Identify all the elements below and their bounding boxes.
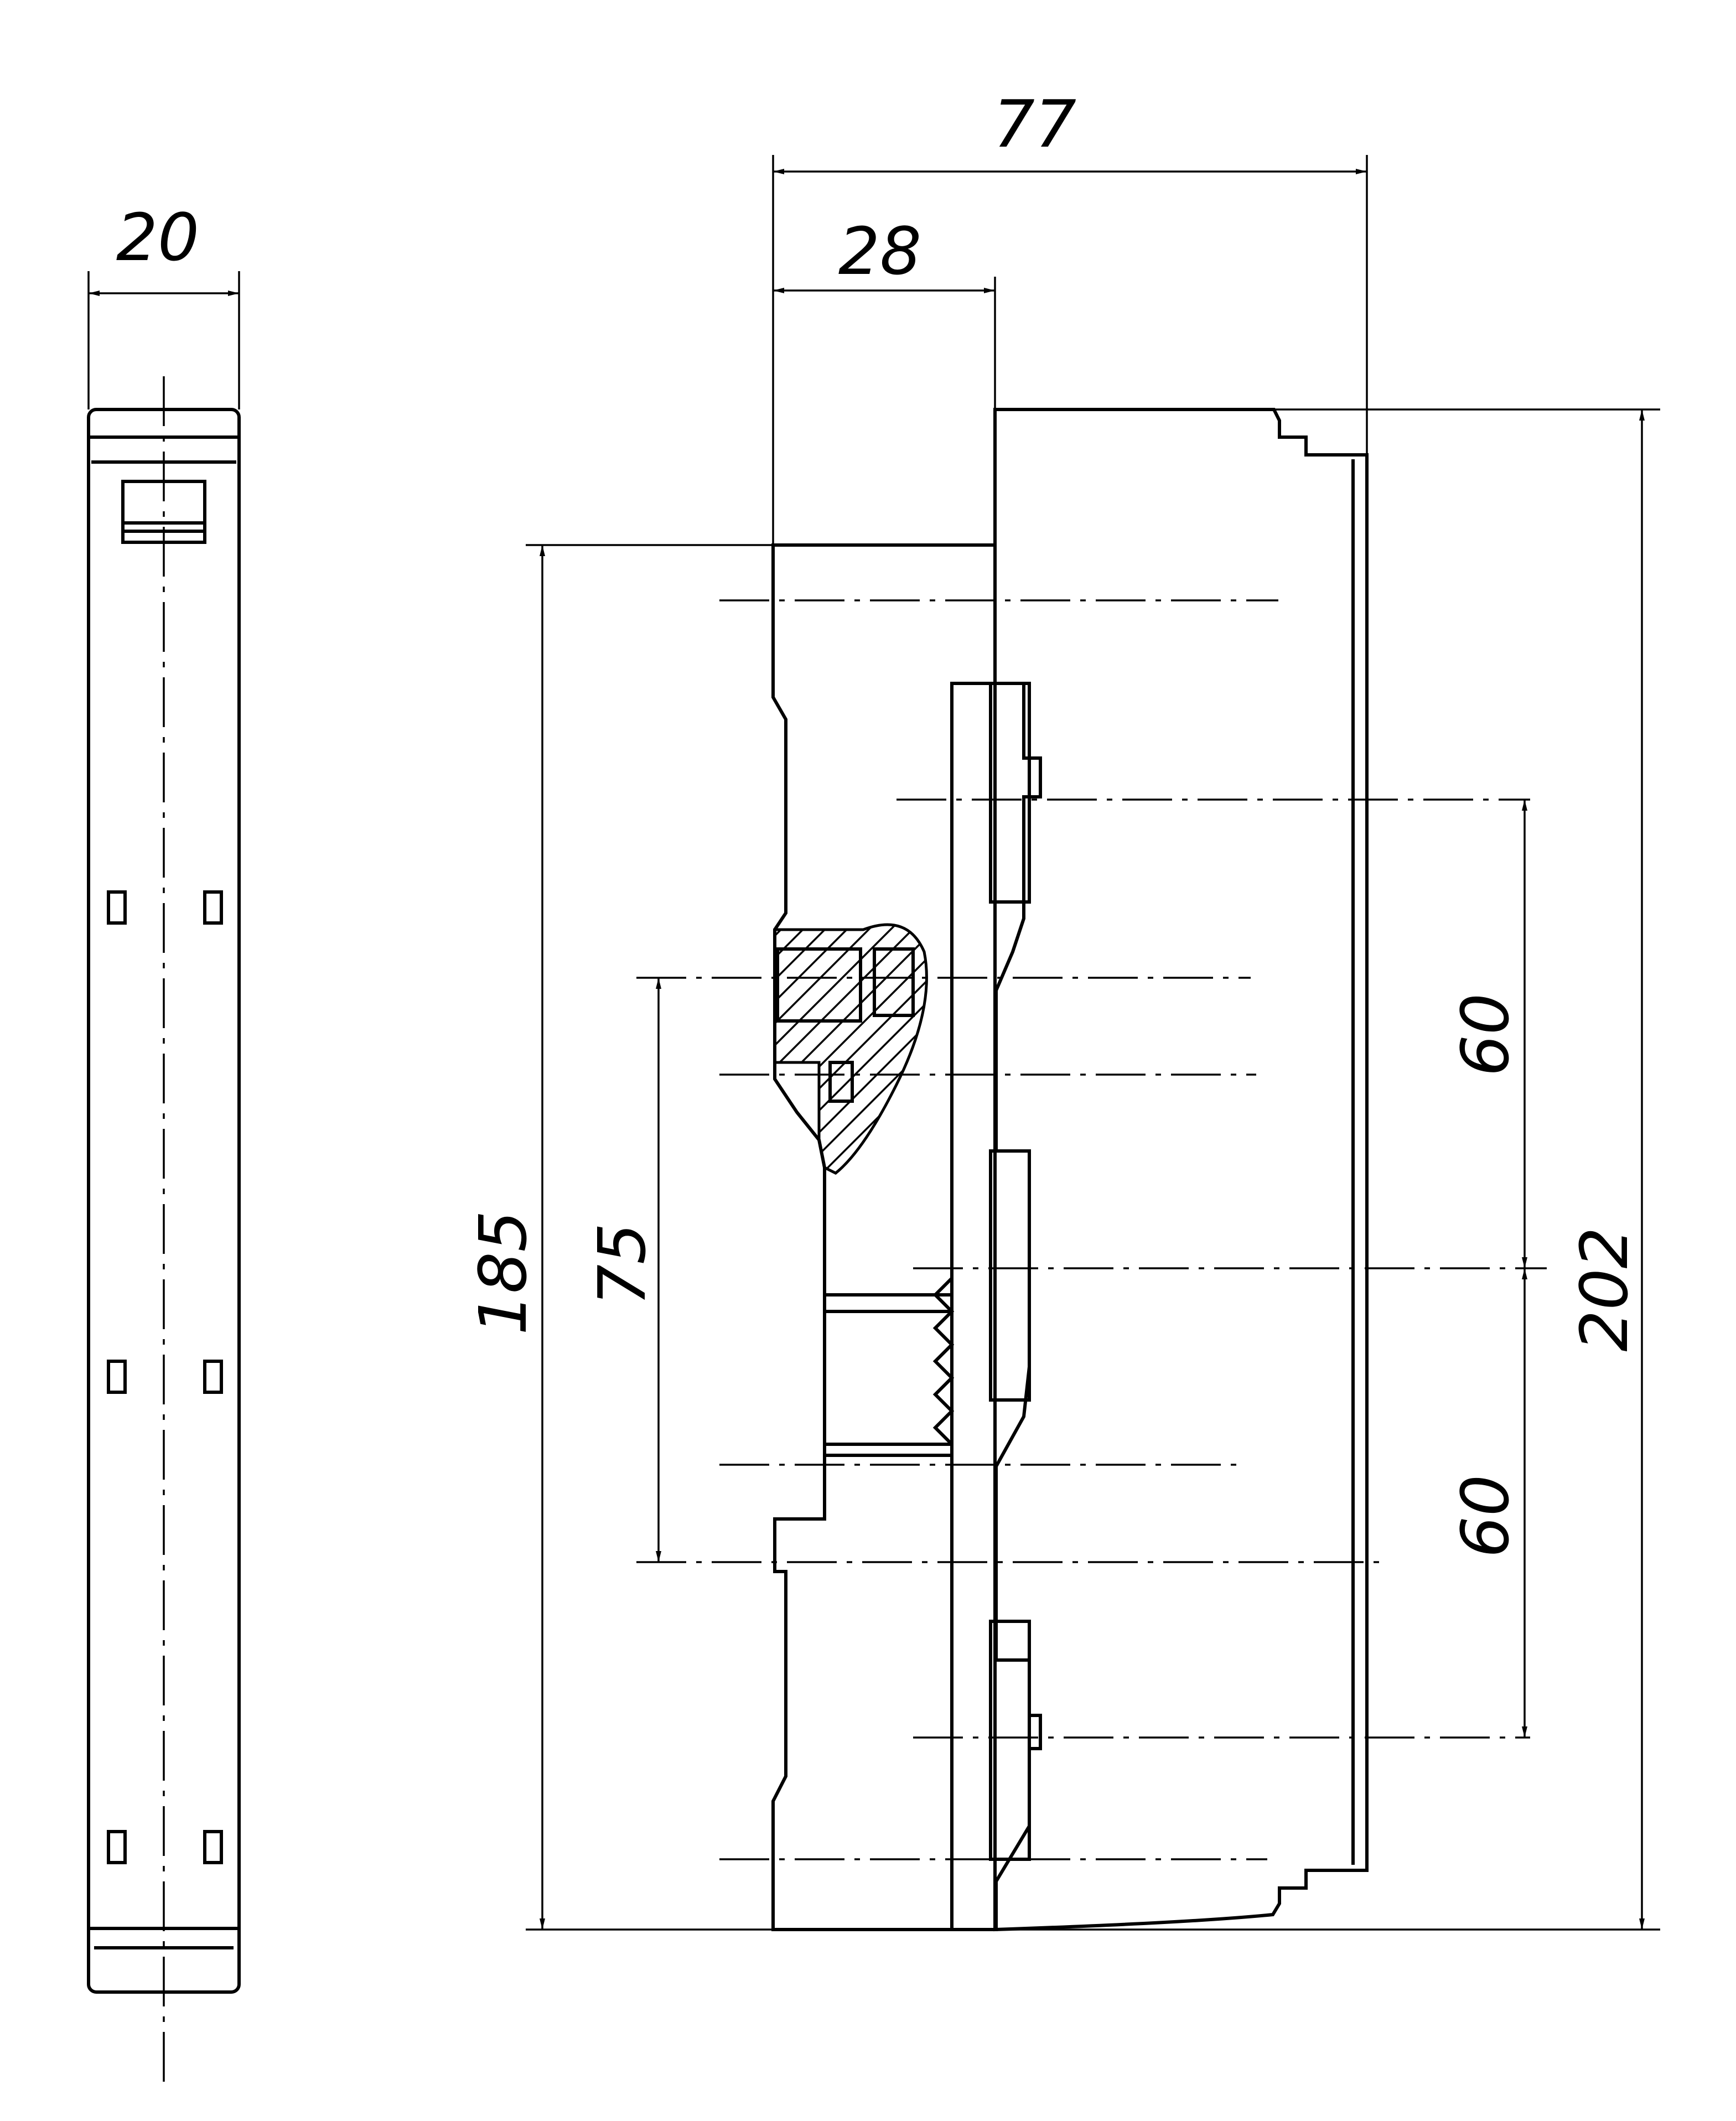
slot [107,1360,127,1394]
slot [203,890,223,925]
dim-overall-height: 202 [526,408,1660,1931]
dim-pitch-upper: 60 [1447,800,1527,1268]
housing-rear [993,408,1369,1932]
center-lines [636,599,1547,1860]
clamp-middle [989,1149,1031,1402]
dim-label-202: 202 [1566,1227,1642,1351]
dim-label-60-lower: 60 [1447,1475,1523,1558]
dim-hole-spacing: 75 [584,978,661,1562]
slot [107,890,127,925]
dim-label-185: 185 [465,1210,541,1335]
section-view: 77 28 202 185 75 60 [465,86,1660,1932]
mounting-plate [771,543,997,1931]
boss-bore-inner [873,947,915,1017]
clamp-upper [989,682,1031,904]
dim-label-20: 20 [116,199,199,276]
side-view: 20 [87,199,241,2092]
dim-front-depth: 28 [773,213,996,409]
slot [203,1830,223,1864]
boss-pin [828,1061,854,1103]
dim-label-60-upper: 60 [1447,993,1523,1076]
dim-overall-depth: 77 [772,86,1368,545]
dim-side-width: 20 [87,199,240,409]
dim-label-75: 75 [584,1223,660,1306]
side-slots [107,890,223,1864]
boss-section [773,923,928,1175]
dim-label-28: 28 [838,213,921,289]
boss-bore [776,947,862,1023]
dim-mount-height: 185 [465,544,773,1930]
dim-pitch-lower: 60 [1447,1268,1527,1738]
slot [203,1360,223,1394]
dim-label-77: 77 [993,86,1076,162]
slot [107,1830,127,1864]
thread-teeth [932,1277,955,1446]
lower-channel [823,1293,953,1457]
